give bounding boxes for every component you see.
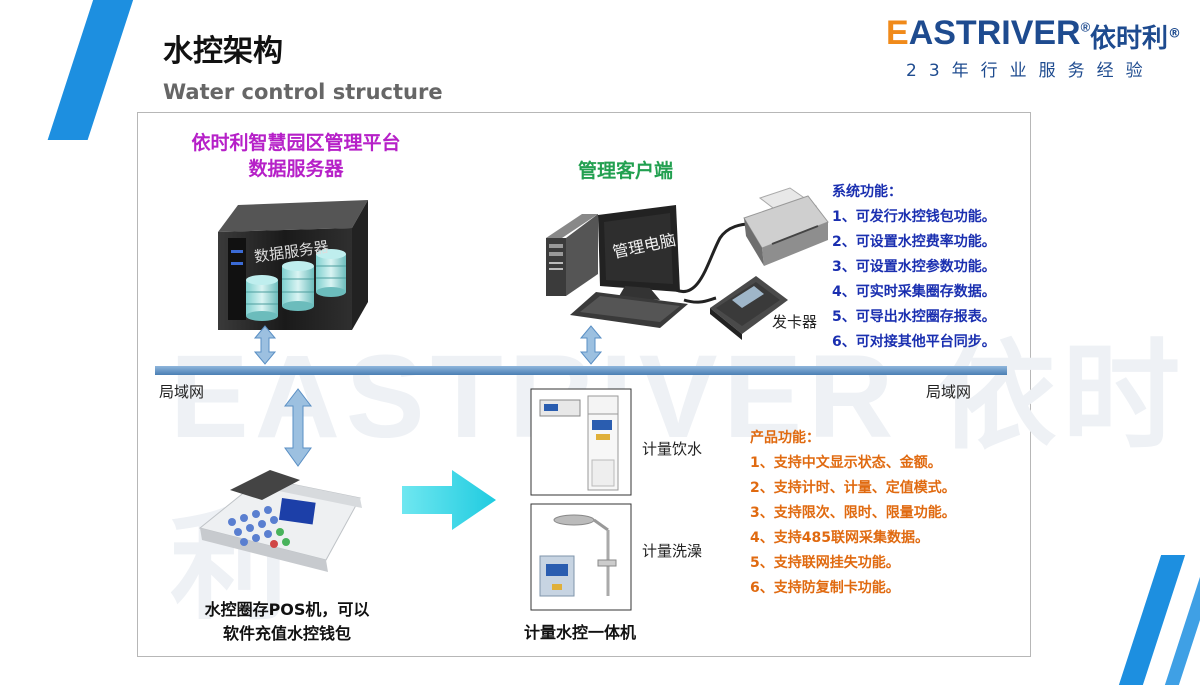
lan-label-right: 局域网 [926,383,972,401]
lan-label-left: 局域网 [159,383,205,401]
brand-watermark: EASTRIVER 依时利 [170,331,1187,634]
list-item: 6、支持防复制卡功能。 [750,580,900,596]
printer-cable [675,222,751,294]
list-item: 2、支持计时、计量、定值模式。 [750,480,956,496]
server-title-line1: 依时利智慧园区管理平台 [191,132,401,154]
pos-caption-line2: 软件充值水控钱包 [222,624,351,643]
list-item: 4、支持485联网采集数据。 [750,530,929,546]
list-item: 1、可发行水控钱包功能。 [832,209,996,225]
brand-logo: EASTRIVER® 依时利® 23年行业服务经验 [886,14,1186,84]
product-functions-heading: 产品功能： [750,430,820,446]
product-functions-list: 产品功能： 1、支持中文显示状态、金额。 2、支持计时、计量、定值模式。 3、支… [750,426,956,601]
pos-caption-line1: 水控圈存POS机，可以 [204,600,370,619]
list-item: 4、可实时采集圈存数据。 [832,284,996,300]
shower-controller-icon [530,503,632,611]
pos-lan-link-arrow [283,388,313,467]
list-item: 3、可设置水控参数功能。 [832,259,996,275]
computer-tower-icon [546,214,598,296]
card-issuer-icon [710,276,788,340]
flow-arrow-icon [402,470,496,530]
keyboard-icon [570,292,688,328]
client-lan-link-arrow [579,325,603,365]
page-subtitle: Water control structure [163,80,443,104]
server-lan-link-arrow [253,325,277,365]
database-cylinder-icon [282,261,314,311]
shower-label: 计量洗澡 [642,542,702,560]
list-item: 2、可设置水控费率功能。 [832,234,996,250]
list-item: 5、支持联网挂失功能。 [750,555,900,571]
brand-name-cn: 依时利® [1090,24,1182,54]
brand-slogan: 23年行业服务经验 [906,61,1155,81]
card-issuer-cable [683,296,717,304]
printer-icon [743,187,829,266]
pos-terminal-icon [198,470,362,572]
lan-bus-line [155,366,1007,375]
system-functions-heading: 系统功能： [832,184,902,200]
pos-caption: 水控圈存POS机，可以 软件充值水控钱包 [172,598,402,646]
management-monitor-icon: 管理电脑 [598,205,680,300]
client-title: 管理客户端 [578,160,674,182]
brand-name: EASTRIVER® [886,14,1091,52]
drink-label: 计量饮水 [642,440,702,458]
list-item: 1、支持中文显示状态、金额。 [750,455,942,471]
server-title: 依时利智慧园区管理平台 数据服务器 [166,130,426,182]
server-title-line2: 数据服务器 [248,158,344,180]
data-server-icon: 数据服务器 [218,200,368,330]
system-functions-list: 系统功能： 1、可发行水控钱包功能。 2、可设置水控费率功能。 3、可设置水控参… [832,180,996,355]
list-item: 5、可导出水控圈存报表。 [832,309,996,325]
lan-bus [155,366,1007,375]
water-dispenser-icon [530,388,632,496]
database-cylinder-icon [246,275,278,321]
list-item: 3、支持限次、限时、限量功能。 [750,505,956,521]
unit-caption: 计量水控一体机 [523,623,636,642]
card-issuer-label: 发卡器 [772,313,817,331]
database-cylinder-icon [316,249,346,297]
page-title: 水控架构 [163,34,283,69]
list-item: 6、可对接其他平台同步。 [832,334,996,350]
